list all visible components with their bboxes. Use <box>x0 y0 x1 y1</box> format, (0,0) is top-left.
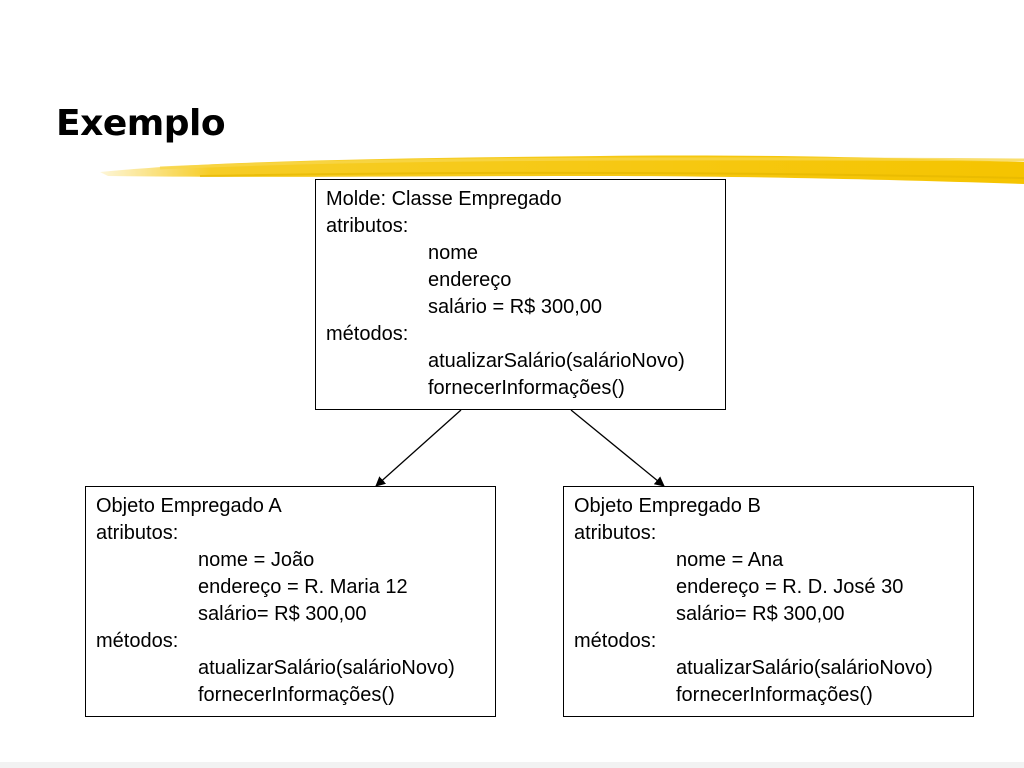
slide-title: Exemplo <box>56 103 226 144</box>
arrow-to-object-a <box>375 409 462 487</box>
class-attribute: endereço <box>428 269 512 291</box>
title-underline-stroke <box>100 155 1024 184</box>
class-box: Molde: Classe Empregado atributos: nome … <box>315 179 726 410</box>
object-a-attributes-label: atributos: <box>96 522 179 544</box>
object-b-method: fornecerInformações() <box>676 684 873 706</box>
class-attribute: nome <box>428 242 479 264</box>
class-attributes-label: atributos: <box>326 215 409 237</box>
bottom-bar <box>0 762 1024 768</box>
object-a-methods-label: métodos: <box>96 630 179 652</box>
object-a-method: atualizarSalário(salárioNovo) <box>198 657 455 679</box>
object-b-methods-label: métodos: <box>574 630 657 652</box>
object-b-attribute: nome = Ana <box>676 549 784 571</box>
object-b-method: atualizarSalário(salárioNovo) <box>676 657 933 679</box>
object-b-attribute: salário= R$ 300,00 <box>676 603 845 625</box>
object-b-attributes-label: atributos: <box>574 522 657 544</box>
object-a-box: Objeto Empregado A atributos: nome = Joã… <box>85 486 496 717</box>
object-b-header: Objeto Empregado B <box>574 495 761 517</box>
object-a-header: Objeto Empregado A <box>96 495 282 517</box>
object-a-attribute: nome = João <box>198 549 315 571</box>
object-a-method: fornecerInformações() <box>198 684 395 706</box>
object-b-box: Objeto Empregado B atributos: nome = Ana… <box>563 486 974 717</box>
arrow-to-object-b <box>570 409 665 487</box>
object-a-attribute: endereço = R. Maria 12 <box>198 576 408 598</box>
class-method: atualizarSalário(salárioNovo) <box>428 350 685 372</box>
object-b-attribute: endereço = R. D. José 30 <box>676 576 904 598</box>
class-method: fornecerInformações() <box>428 377 625 399</box>
object-a-attribute: salário= R$ 300,00 <box>198 603 367 625</box>
class-header: Molde: Classe Empregado <box>326 188 562 210</box>
class-methods-label: métodos: <box>326 323 409 345</box>
class-attribute: salário = R$ 300,00 <box>428 296 603 318</box>
